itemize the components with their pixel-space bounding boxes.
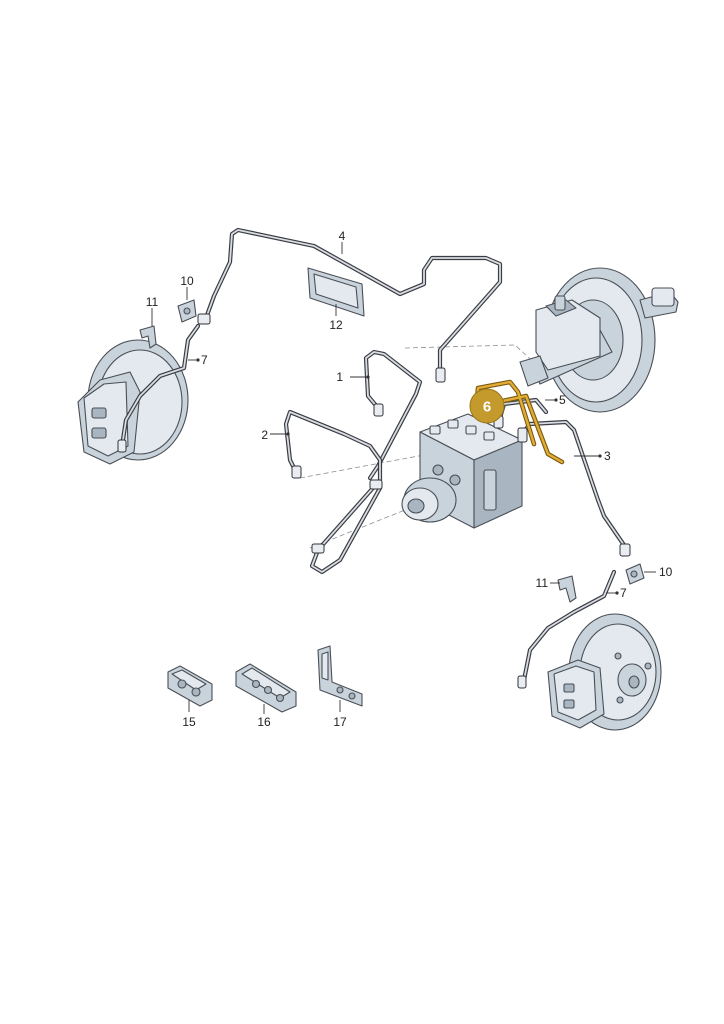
callout-10-rear: 10 xyxy=(659,565,673,579)
callout-11-front: 11 xyxy=(146,295,159,309)
brake-hose-7-rear xyxy=(521,569,617,683)
leader-arrowheads xyxy=(196,358,619,595)
callout-5: 5 xyxy=(559,393,566,407)
brake-line-2 xyxy=(283,409,383,575)
heat-shield-12 xyxy=(307,267,365,317)
bracket-11-rear xyxy=(557,575,577,603)
callout-3: 3 xyxy=(604,449,611,463)
pipe-holder-16 xyxy=(235,663,297,713)
callout-6-badge[interactable]: 6 xyxy=(469,388,505,424)
pipe-holder-17 xyxy=(317,645,363,707)
callout-labels: 1 2 3 4 5 7 7 10 10 11 11 12 15 16 17 xyxy=(146,229,673,729)
callout-2: 2 xyxy=(261,428,268,442)
callout-10-front: 10 xyxy=(180,274,194,288)
abs-hydraulic-unit xyxy=(401,413,523,529)
callout-7-rear: 7 xyxy=(620,586,627,600)
callout-6: 6 xyxy=(483,399,491,416)
pipe-holder-15 xyxy=(167,665,213,707)
retaining-clip-10-rear xyxy=(625,563,645,585)
pipe-fittings xyxy=(117,313,631,689)
callout-1: 1 xyxy=(336,370,343,384)
callout-11-rear: 11 xyxy=(536,576,549,590)
leader-lines xyxy=(151,242,656,714)
brake-line-1 xyxy=(363,349,423,481)
brake-line-3 xyxy=(519,419,629,551)
callout-4: 4 xyxy=(339,229,346,243)
front-left-brake-disc xyxy=(77,339,189,465)
callout-17: 17 xyxy=(333,715,347,729)
retaining-clip-10-front xyxy=(177,299,197,323)
brake-hose-7-front xyxy=(119,323,201,449)
callout-7-front: 7 xyxy=(201,353,208,367)
callout-15: 15 xyxy=(182,715,196,729)
bracket-11-front xyxy=(139,325,157,349)
rear-right-brake-disc xyxy=(547,613,662,731)
callout-16: 16 xyxy=(257,715,271,729)
callout-12: 12 xyxy=(329,318,343,332)
master-cylinder xyxy=(519,295,613,387)
brake-line-4 xyxy=(203,227,503,375)
